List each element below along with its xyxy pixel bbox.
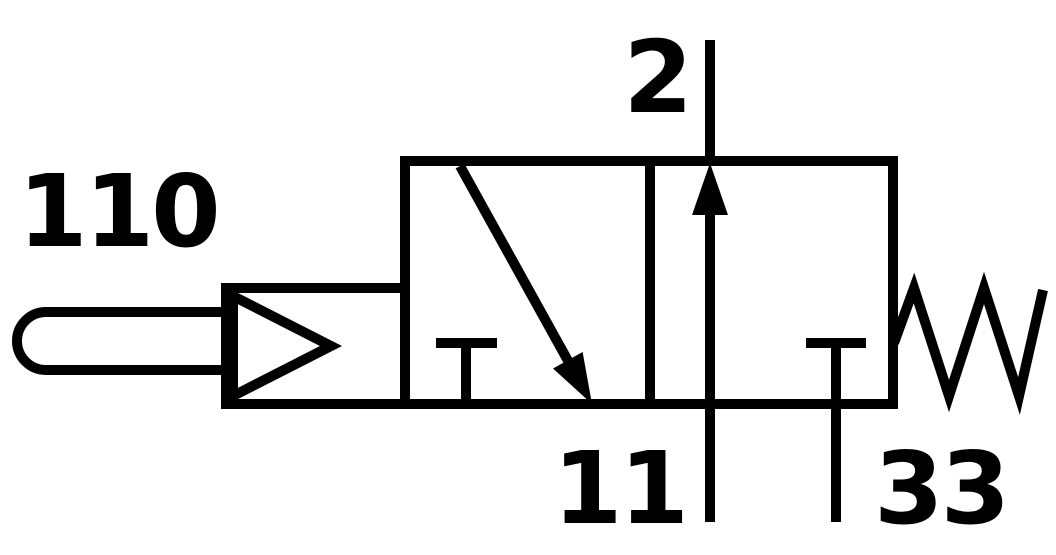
flow-arrow-right-head bbox=[692, 163, 728, 215]
flow-arrow-left-shaft bbox=[455, 163, 577, 371]
port-1-label: 11 bbox=[553, 430, 686, 547]
blocked-port-left bbox=[436, 338, 497, 404]
manual-lever-actuator bbox=[12, 307, 232, 375]
return-spring bbox=[889, 271, 1048, 415]
actuator-triangle-icon bbox=[228, 287, 343, 405]
port-2-label: 2 bbox=[623, 19, 690, 136]
actuator-label: 110 bbox=[18, 153, 218, 270]
port-3-label: 33 bbox=[874, 430, 1007, 547]
flow-arrow-left-head bbox=[553, 352, 592, 404]
